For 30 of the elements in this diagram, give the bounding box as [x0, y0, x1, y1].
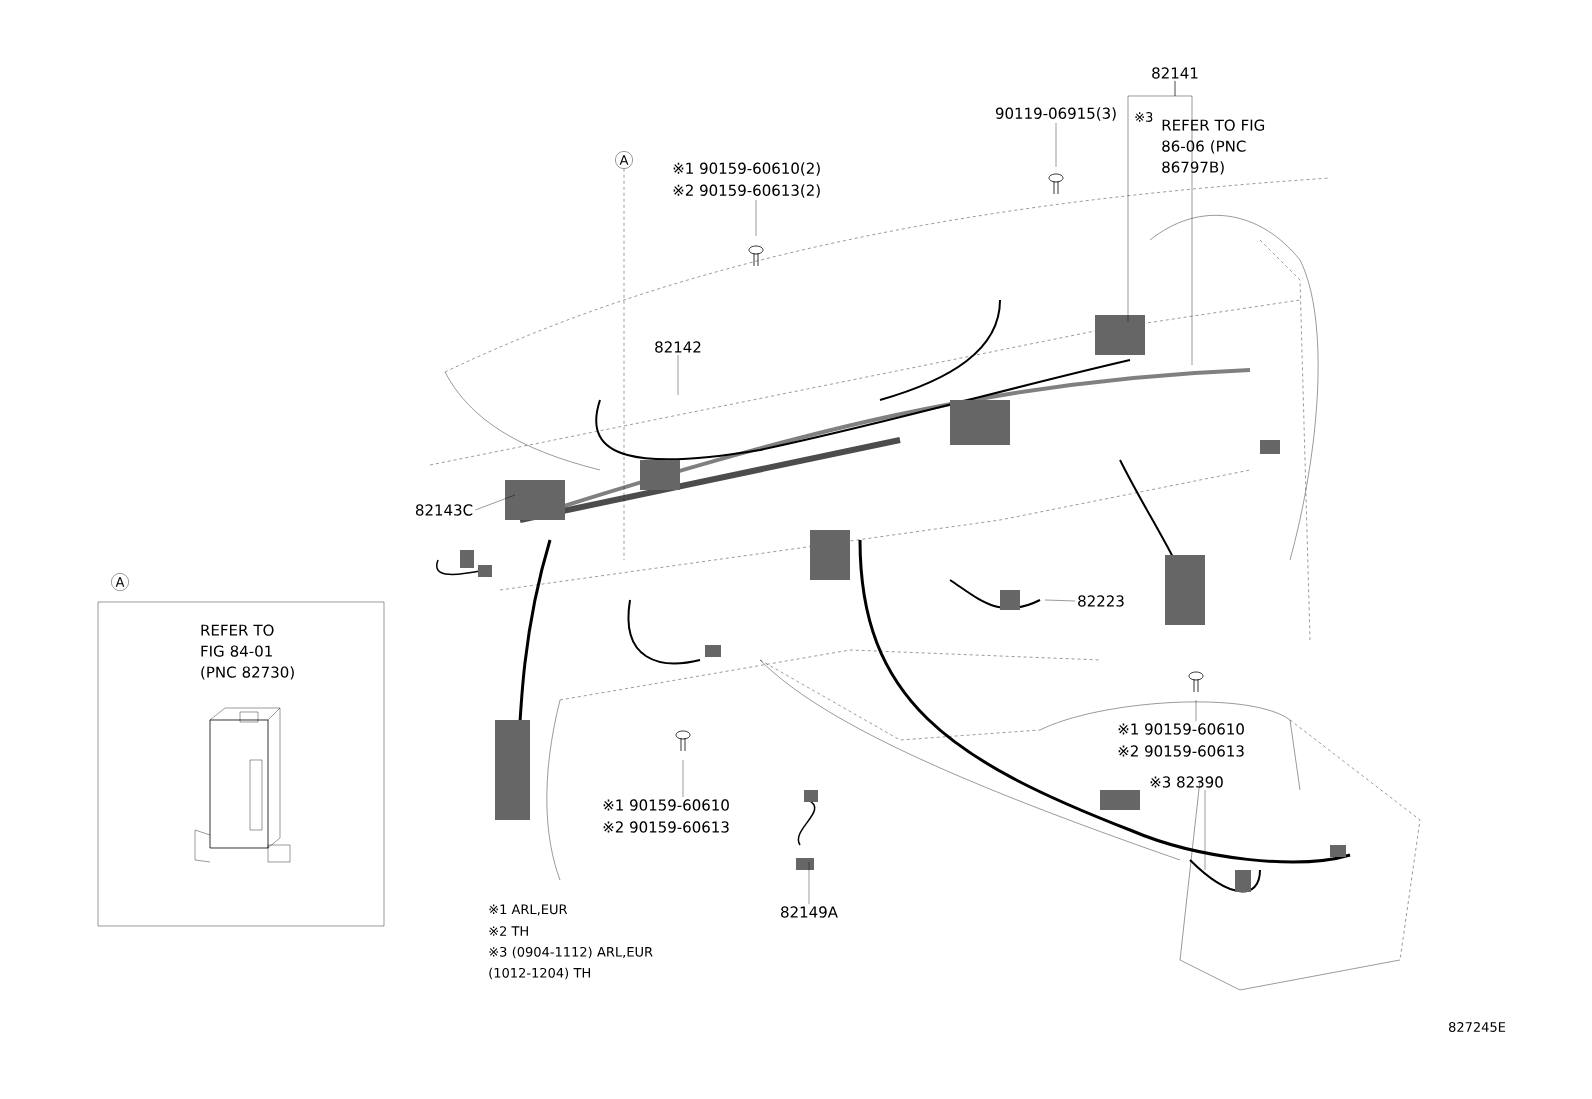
leader-line [623, 168, 625, 561]
part-number-list: ※1 90159-60610 ※2 90159-60613 [603, 799, 729, 833]
part-number: 82223 [1078, 595, 1124, 607]
figure-number: 827245E [1448, 1022, 1506, 1032]
leader-line [808, 861, 810, 905]
part-number: ※3 82390 [1150, 776, 1223, 788]
part-number-list: ※1 90159-60610 ※2 90159-60613 [1118, 723, 1244, 757]
leader-line [755, 199, 757, 237]
circled-letter: A [111, 573, 129, 591]
leader-line [1044, 599, 1076, 602]
leader-line [682, 759, 684, 798]
leader-line [1174, 80, 1193, 366]
footnote: ※3 (0904-1112) ARL,EUR (1012-1204) TH [489, 946, 653, 980]
part-number-list: ※1 90159-60610(2) ※2 90159-60613(2) [673, 162, 820, 198]
part-number: 82143C [415, 504, 473, 516]
inset-box: REFER TO FIG 84-01 (PNC 82730) [97, 601, 385, 927]
note-mark: ※3 [1135, 112, 1153, 122]
footnote: ※1 ARL,EUR [489, 904, 568, 916]
part-number: 90119-06915(3) [995, 107, 1116, 121]
leader-line [1195, 699, 1197, 722]
reference-note: REFER TO FIG 86-06 (PNC 86797B) [1162, 119, 1265, 175]
leader-line [1055, 122, 1057, 168]
part-number: 82142 [655, 341, 701, 353]
part-number: 82141 [1152, 67, 1198, 79]
part-number: 82149A [781, 906, 838, 918]
leader-line [475, 494, 516, 511]
circled-letter: A [615, 151, 633, 169]
leader-line [677, 354, 679, 396]
footnote: ※2 TH [489, 926, 528, 936]
leader-line [1204, 789, 1206, 871]
